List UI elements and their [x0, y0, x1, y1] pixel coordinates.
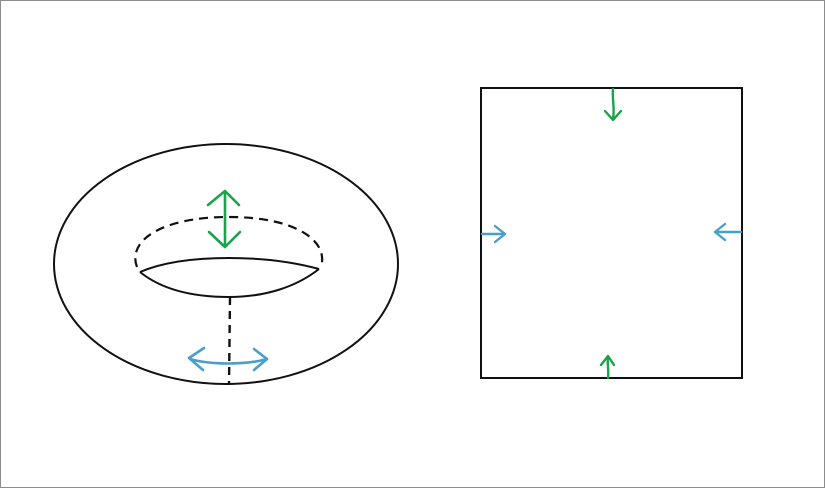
- bottom-edge-arrow-icon: [599, 354, 616, 380]
- right-edge-arrow-icon: [713, 222, 743, 242]
- torus-cut-line: [227, 296, 232, 386]
- meridian-double-arrow-icon: [206, 189, 242, 249]
- torus-hole-lower-rim: [139, 268, 320, 299]
- square-panel: [480, 87, 743, 380]
- torus-hole-front-edge: [139, 256, 320, 273]
- left-edge-arrow-icon: [480, 224, 507, 244]
- torus-outer-outline: [53, 143, 399, 385]
- torus-hole-back-edge: [134, 215, 324, 268]
- longitude-double-arrow-icon: [187, 346, 269, 372]
- square-boundary: [480, 87, 743, 379]
- torus-panel: [53, 143, 399, 386]
- top-edge-arrow-icon: [603, 87, 623, 122]
